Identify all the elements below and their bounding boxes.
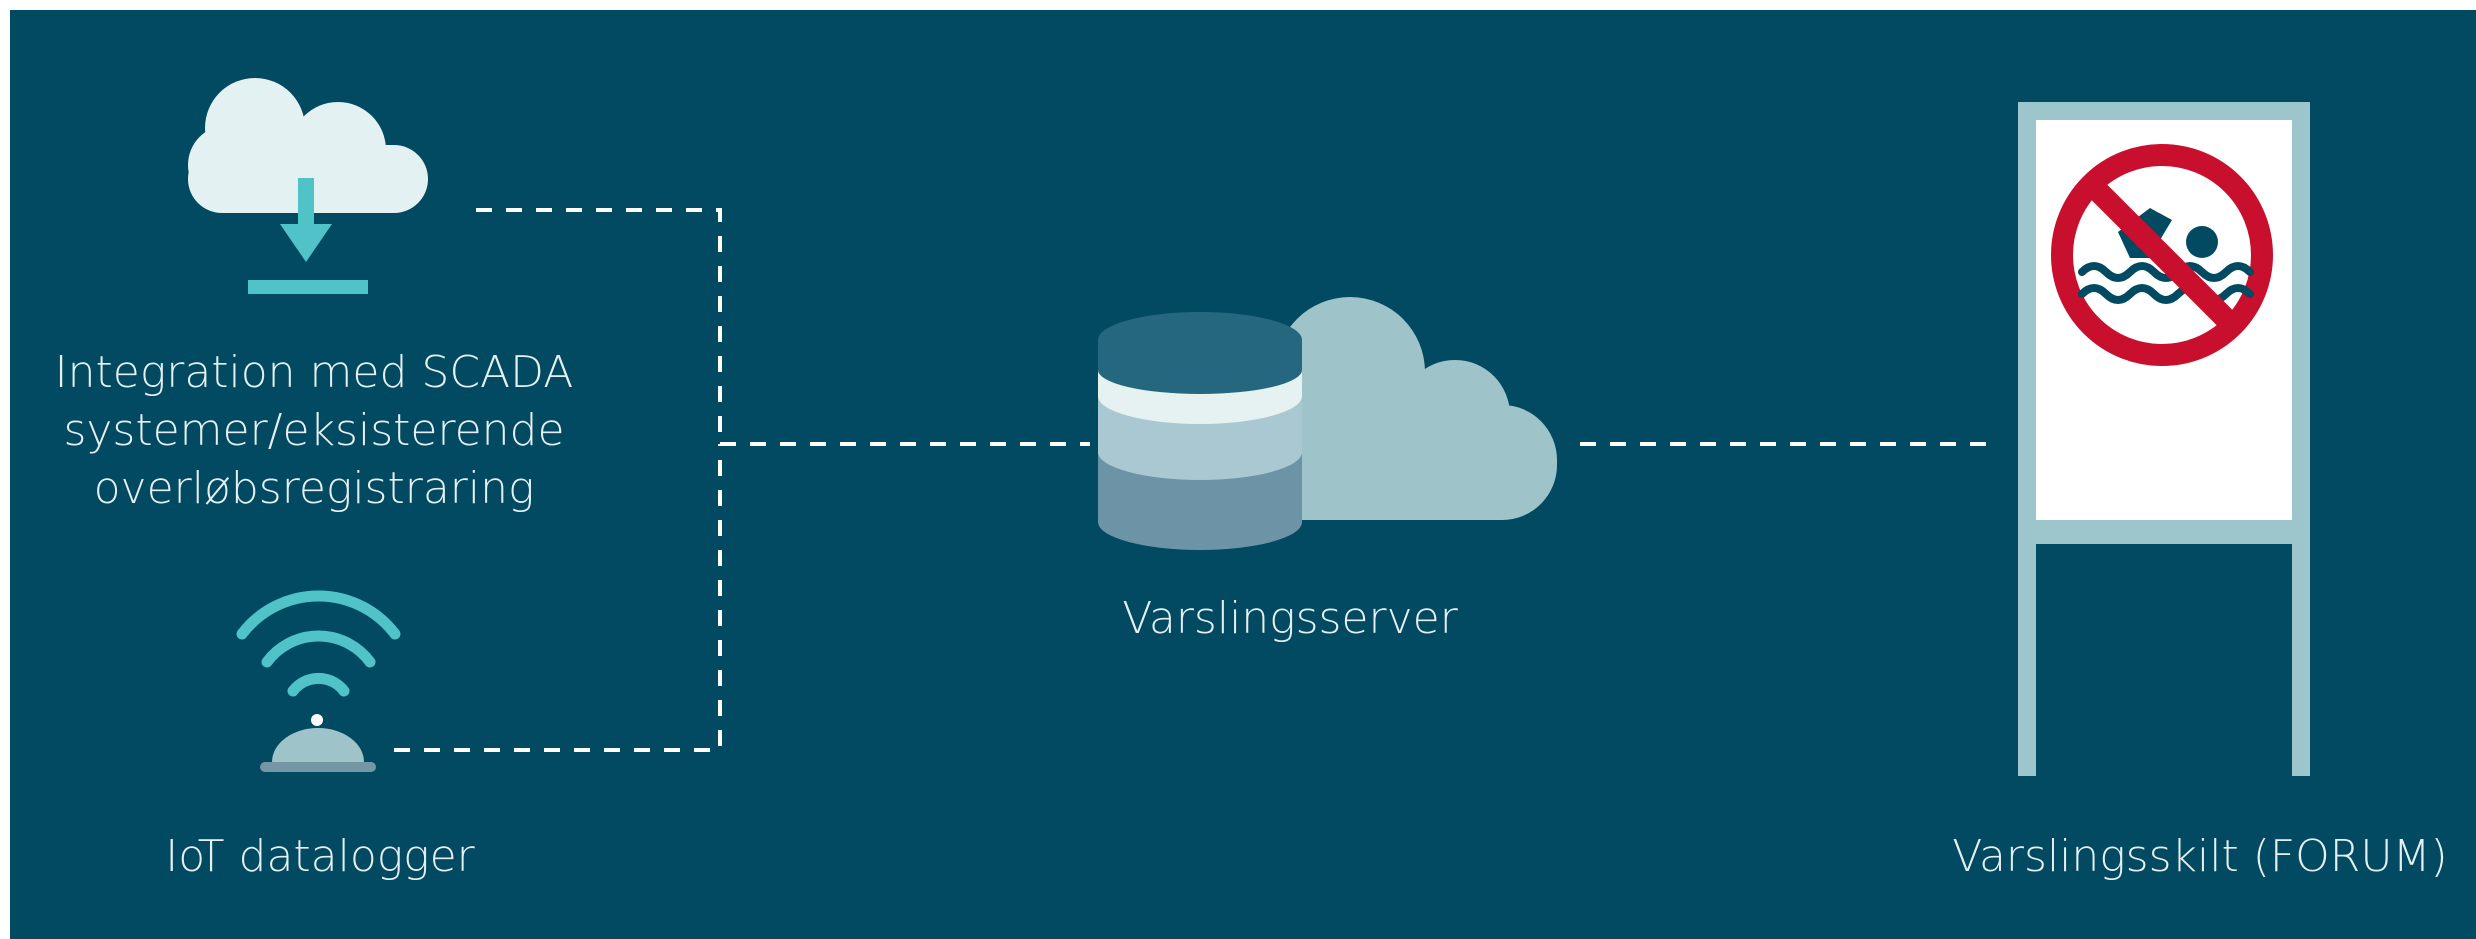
scada-label-line-3: overløbsregistraring (93, 463, 535, 514)
wifi-datalogger-icon (236, 590, 401, 772)
server-label: Varslingsserver (1122, 593, 1458, 644)
scada-label-line-1: Integration med SCADA (54, 347, 574, 398)
system-diagram: Integration med SCADA systemer/eksistere… (10, 10, 2476, 939)
iot-datalogger-label: IoT datalogger (165, 831, 475, 882)
scada-label-line-2: systemer/eksisterende (63, 405, 565, 456)
database-cloud-icon (1098, 297, 1557, 550)
cloud-download-icon (188, 78, 428, 294)
connector-scada-to-hub (476, 208, 722, 444)
scada-label: Integration med SCADA systemer/eksistere… (54, 344, 574, 518)
sign-label: Varslingsskilt (FORUM) (1952, 831, 2448, 882)
diagram-graphics (188, 78, 2310, 776)
connectors (394, 208, 2000, 752)
no-swimming-sign-icon (2051, 144, 2273, 366)
